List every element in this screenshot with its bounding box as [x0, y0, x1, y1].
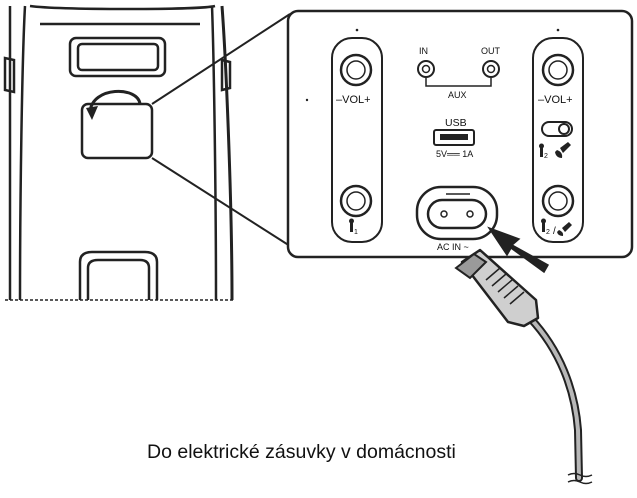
- volume-label-right: –VOL+: [538, 94, 573, 106]
- svg-text:/: /: [553, 226, 556, 237]
- volume-knob-right[interactable]: [541, 53, 575, 87]
- svg-text:1: 1: [354, 229, 358, 236]
- mic-guitar-switch[interactable]: [541, 121, 573, 137]
- volume-knob-left[interactable]: [339, 53, 373, 87]
- svg-text:2: 2: [544, 153, 548, 160]
- aux-bracket: [425, 78, 492, 87]
- rear-panel-zoom: –VOL+ 1 IN OUT AUX: [286, 9, 634, 259]
- usb-label: USB: [445, 117, 467, 129]
- aux-out-jack[interactable]: [482, 60, 500, 78]
- aux-out-label: OUT: [481, 46, 501, 56]
- right-control-strip: –VOL+ 2 2 /: [532, 28, 584, 243]
- speaker-body: [3, 4, 235, 301]
- left-control-strip: –VOL+ 1: [331, 28, 383, 243]
- caption: Do elektrické zásuvky v domácnosti: [147, 441, 456, 463]
- aux-in-jack[interactable]: [417, 60, 435, 78]
- usb-rating: 5V══ 1A: [436, 149, 473, 159]
- power-plug[interactable]: [454, 248, 540, 328]
- usb-section: USB 5V══ 1A: [433, 117, 475, 159]
- panel-dot: [305, 98, 309, 102]
- svg-text:2: 2: [546, 229, 550, 236]
- mic-1-icon: 1: [349, 218, 358, 236]
- aux-in-label: IN: [419, 46, 428, 56]
- aux-section: IN OUT AUX: [417, 46, 501, 100]
- mic-input-1-jack[interactable]: [339, 184, 373, 218]
- ac-inlet-section: AC IN ~: [415, 185, 499, 252]
- insert-arrow-icon: [487, 226, 550, 274]
- mic-guitar-input-2-jack[interactable]: [541, 184, 575, 218]
- callout-lines: [151, 13, 291, 247]
- rear-flap: [80, 90, 154, 160]
- volume-label-left: –VOL+: [336, 94, 371, 106]
- mic-guitar-mode-icon: 2: [539, 142, 571, 160]
- mic-guitar-2-icon: 2 /: [541, 218, 572, 237]
- usb-port[interactable]: [433, 129, 475, 146]
- ac-in-label: AC IN ~: [437, 242, 469, 252]
- ac-inlet-socket[interactable]: [426, 198, 488, 230]
- aux-label: AUX: [448, 90, 467, 100]
- power-cord: [526, 314, 593, 485]
